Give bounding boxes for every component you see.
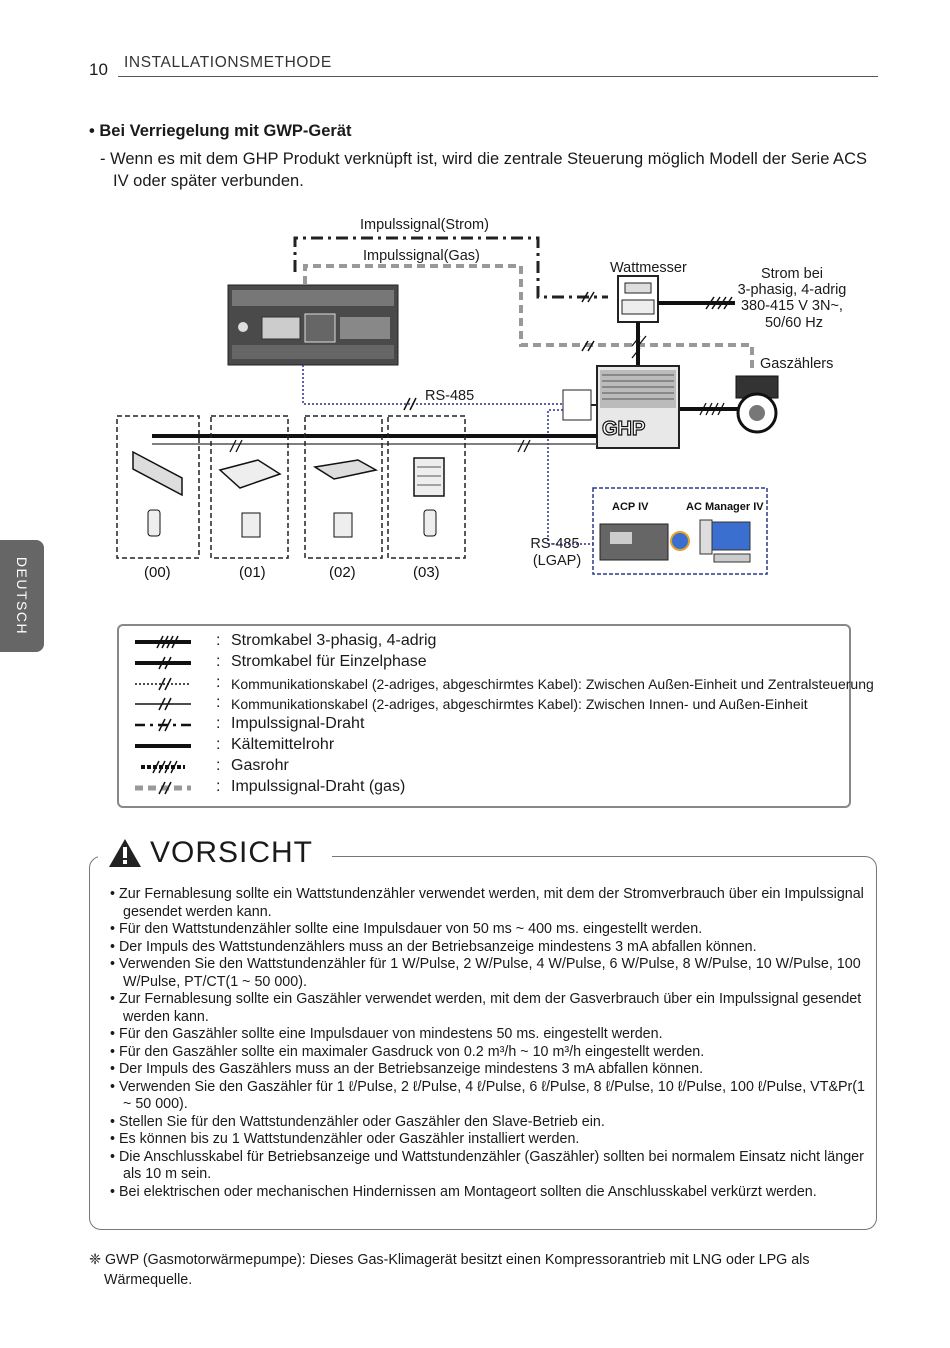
indoor-box-00 — [116, 415, 200, 559]
caution-item: Bei elektrischen oder mechanischen Hinde… — [110, 1184, 870, 1202]
rs485-lgap-line — [547, 409, 563, 544]
indoor-unit-03 — [413, 457, 445, 537]
impulse-wire-gas-symbol — [135, 781, 191, 795]
legend-text: Impulssignal-Draht — [231, 715, 365, 732]
caution-item: Es können bis zu 1 Wattstundenzähler ode… — [110, 1131, 870, 1149]
indoor-unit-02 — [312, 459, 379, 538]
legend-text: Kommunikationskabel (2-adriges, abgeschi… — [231, 676, 874, 692]
caution-item: Verwenden Sie den Gaszähler für 1 ℓ/Puls… — [110, 1079, 870, 1114]
indoor-box-01 — [210, 415, 289, 559]
intro-paragraph: - Wenn es mit dem GHP Produkt verknüpft … — [100, 148, 880, 192]
wattmeter-label: Wattmesser — [610, 260, 687, 276]
page-number: 10 — [89, 60, 108, 79]
legend-text: Kältemittelrohr — [231, 736, 335, 753]
central-controller — [227, 284, 399, 366]
impulse-wire-symbol — [135, 718, 191, 732]
ac-manager-label: AC Manager IV — [686, 501, 764, 513]
section-title: INSTALLATIONSMETHODE — [124, 54, 332, 71]
legend: : Stromkabel 3-phasig, 4-adrig : Stromka… — [117, 624, 874, 808]
power-3phase-symbol — [135, 635, 191, 649]
language-side-tab: DEUTSCH — [0, 540, 44, 652]
footnote-mark: ❈ — [89, 1252, 101, 1268]
computer-icon — [699, 519, 751, 563]
caution-list: Zur Fernablesung sollte ein Wattstundenz… — [110, 886, 870, 1201]
footnote: ❈ GWP (Gasmotorwärmepumpe): Dieses Gas-K… — [89, 1250, 879, 1290]
wattmeter-device — [617, 275, 659, 323]
impulse-power-line — [293, 236, 608, 299]
legend-text: Impulssignal-Draht (gas) — [231, 778, 406, 795]
caution-item: Die Anschlusskabel für Betriebsanzeige u… — [110, 1149, 870, 1184]
acp-label: ACP IV — [612, 501, 649, 513]
caution-title-text: VORSICHT — [150, 836, 314, 869]
warning-icon — [109, 839, 141, 867]
legend-row: : Impulssignal-Draht (gas) — [119, 778, 849, 798]
caution-title-background — [98, 846, 332, 872]
gas-meter-label: Gaszählers — [760, 356, 833, 372]
legend-row: : Kommunikationskabel (2-adriges, abgesc… — [119, 674, 874, 694]
legend-row: : Stromkabel 3-phasig, 4-adrig — [119, 632, 849, 652]
caution-box — [89, 856, 877, 1230]
caution-item: Für den Gaszähler sollte eine Impulsdaue… — [110, 1026, 870, 1044]
rs485-line — [302, 365, 563, 405]
gas-pipe-symbol — [141, 760, 185, 774]
caution-item: Zur Fernablesung sollte ein Wattstundenz… — [110, 886, 870, 921]
ghp-outdoor-unit: GHP — [596, 365, 680, 449]
power-single-symbol — [135, 656, 191, 670]
legend-row: : Kommunikationskabel (2-adriges, abgesc… — [119, 694, 849, 714]
caution-item: Der Impuls des Gaszählers muss an der Be… — [110, 1061, 870, 1079]
legend-row: : Stromkabel für Einzelphase — [119, 653, 849, 673]
address-00: (00) — [144, 564, 171, 581]
impulse-power-label: Impulssignal(Strom) — [360, 217, 489, 233]
comm-indoor-outdoor-symbol — [135, 697, 191, 711]
caution-item: Zur Fernablesung sollte ein Gaszähler ve… — [110, 991, 870, 1026]
acp-device — [599, 523, 669, 561]
caution-item: Für den Gaszähler sollte ein maximaler G… — [110, 1044, 870, 1062]
legend-text: Stromkabel für Einzelphase — [231, 653, 427, 670]
caution-title: VORSICHT — [108, 836, 313, 870]
section-heading: • Bei Verriegelung mit GWP-Gerät — [89, 122, 352, 140]
legend-text: Gasrohr — [231, 757, 289, 774]
rs485-lgap-label: RS-485 (LGAP) — [530, 536, 583, 569]
ghp-label: GHP — [602, 418, 645, 440]
legend-row: : Impulssignal-Draht — [119, 715, 849, 735]
rs485-interface — [562, 389, 592, 421]
rs485-label: RS-485 — [425, 388, 474, 404]
legend-text: Stromkabel 3-phasig, 4-adrig — [231, 632, 437, 649]
intro-text: - Wenn es mit dem GHP Produkt verknüpft … — [100, 150, 867, 190]
caution-item: Für den Wattstundenzähler sollte eine Im… — [110, 921, 870, 939]
address-01: (01) — [239, 564, 266, 581]
header-rule — [118, 76, 878, 77]
power-supply-label: Strom bei 3-phasig, 4-adrig 380-415 V 3N… — [738, 266, 851, 331]
footnote-text: GWP (Gasmotorwärmepumpe): Dieses Gas-Kli… — [104, 1252, 810, 1288]
impulse-gas-line — [303, 264, 754, 372]
indoor-unit-00 — [132, 450, 183, 537]
browser-icon — [670, 531, 690, 551]
caution-item: Der Impuls des Wattstundenzählers muss a… — [110, 939, 870, 957]
address-02: (02) — [329, 564, 356, 581]
indoor-unit-01 — [218, 459, 282, 538]
central-control-box — [592, 487, 768, 575]
impulse-gas-label: Impulssignal(Gas) — [363, 248, 480, 264]
caution-item: Stellen Sie für den Wattstundenzähler od… — [110, 1114, 870, 1132]
gas-meter-device — [735, 375, 779, 434]
legend-text: Kommunikationskabel (2-adriges, abgeschi… — [231, 696, 808, 712]
indoor-box-02 — [304, 415, 383, 559]
legend-row: : Gasrohr — [119, 757, 849, 777]
comm-outdoor-central-symbol — [135, 677, 191, 691]
indoor-box-03 — [387, 415, 466, 559]
caution-item: Verwenden Sie den Wattstundenzähler für … — [110, 956, 870, 991]
wiring-diagram: Impulssignal(Strom) Impulssignal(Gas) Wa… — [116, 217, 851, 581]
refrigerant-pipe-symbol — [135, 744, 191, 748]
legend-row: : Kältemittelrohr — [119, 736, 849, 756]
address-03: (03) — [413, 564, 440, 581]
